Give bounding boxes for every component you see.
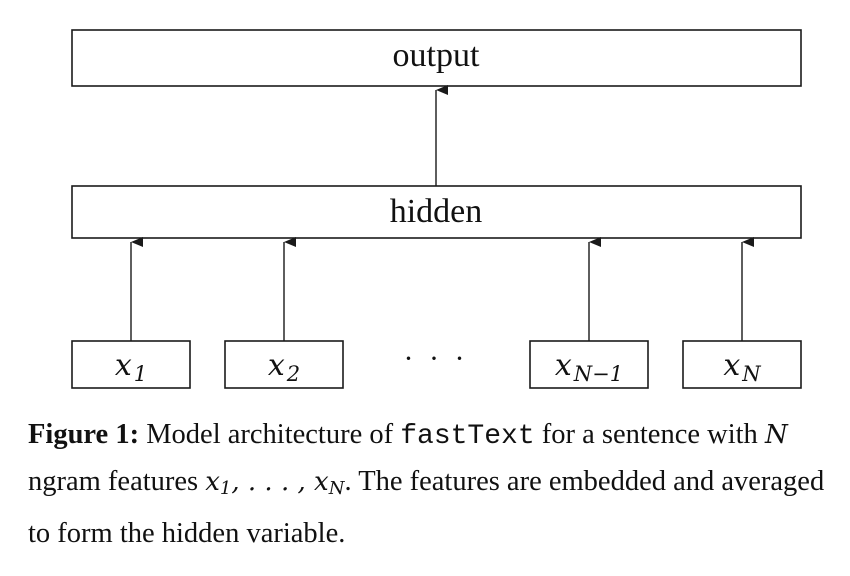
output-node: output bbox=[71, 29, 802, 87]
hidden-node: hidden bbox=[71, 185, 802, 239]
input-label-x1: x1 bbox=[115, 348, 147, 386]
output-label: output bbox=[393, 37, 480, 74]
caption-math-x1: x1 bbox=[205, 467, 232, 499]
input-label-x2: x2 bbox=[268, 348, 300, 386]
caption-text-4: . The features are embedded and averaged… bbox=[28, 466, 825, 549]
input-label-xN: xN bbox=[723, 348, 761, 386]
caption-text-3: ngram features bbox=[28, 466, 206, 497]
figure-caption: Figure 1: Model architecture of fastText… bbox=[28, 412, 828, 556]
caption-math-dots: , . . . , bbox=[231, 467, 315, 497]
caption-text-1: Model architecture of bbox=[139, 419, 401, 450]
input-label-xN-1: xN−1 bbox=[555, 348, 623, 386]
caption-math-xN: xN bbox=[314, 467, 345, 499]
input-node-xN: xN bbox=[682, 340, 802, 389]
input-node-x1: x1 bbox=[71, 340, 191, 389]
caption-label: Figure 1: bbox=[28, 419, 140, 450]
caption-text-2: for a sentence with bbox=[534, 419, 765, 450]
caption-math-N: N bbox=[764, 420, 788, 450]
caption-code: fastText bbox=[400, 421, 535, 452]
architecture-diagram: output hidden x1 x2 · · · xN−1 xN bbox=[71, 29, 802, 389]
hidden-label: hidden bbox=[390, 193, 483, 230]
input-node-xN-1: xN−1 bbox=[529, 340, 649, 389]
input-ellipsis: · · · bbox=[404, 342, 469, 375]
input-node-x2: x2 bbox=[224, 340, 344, 389]
